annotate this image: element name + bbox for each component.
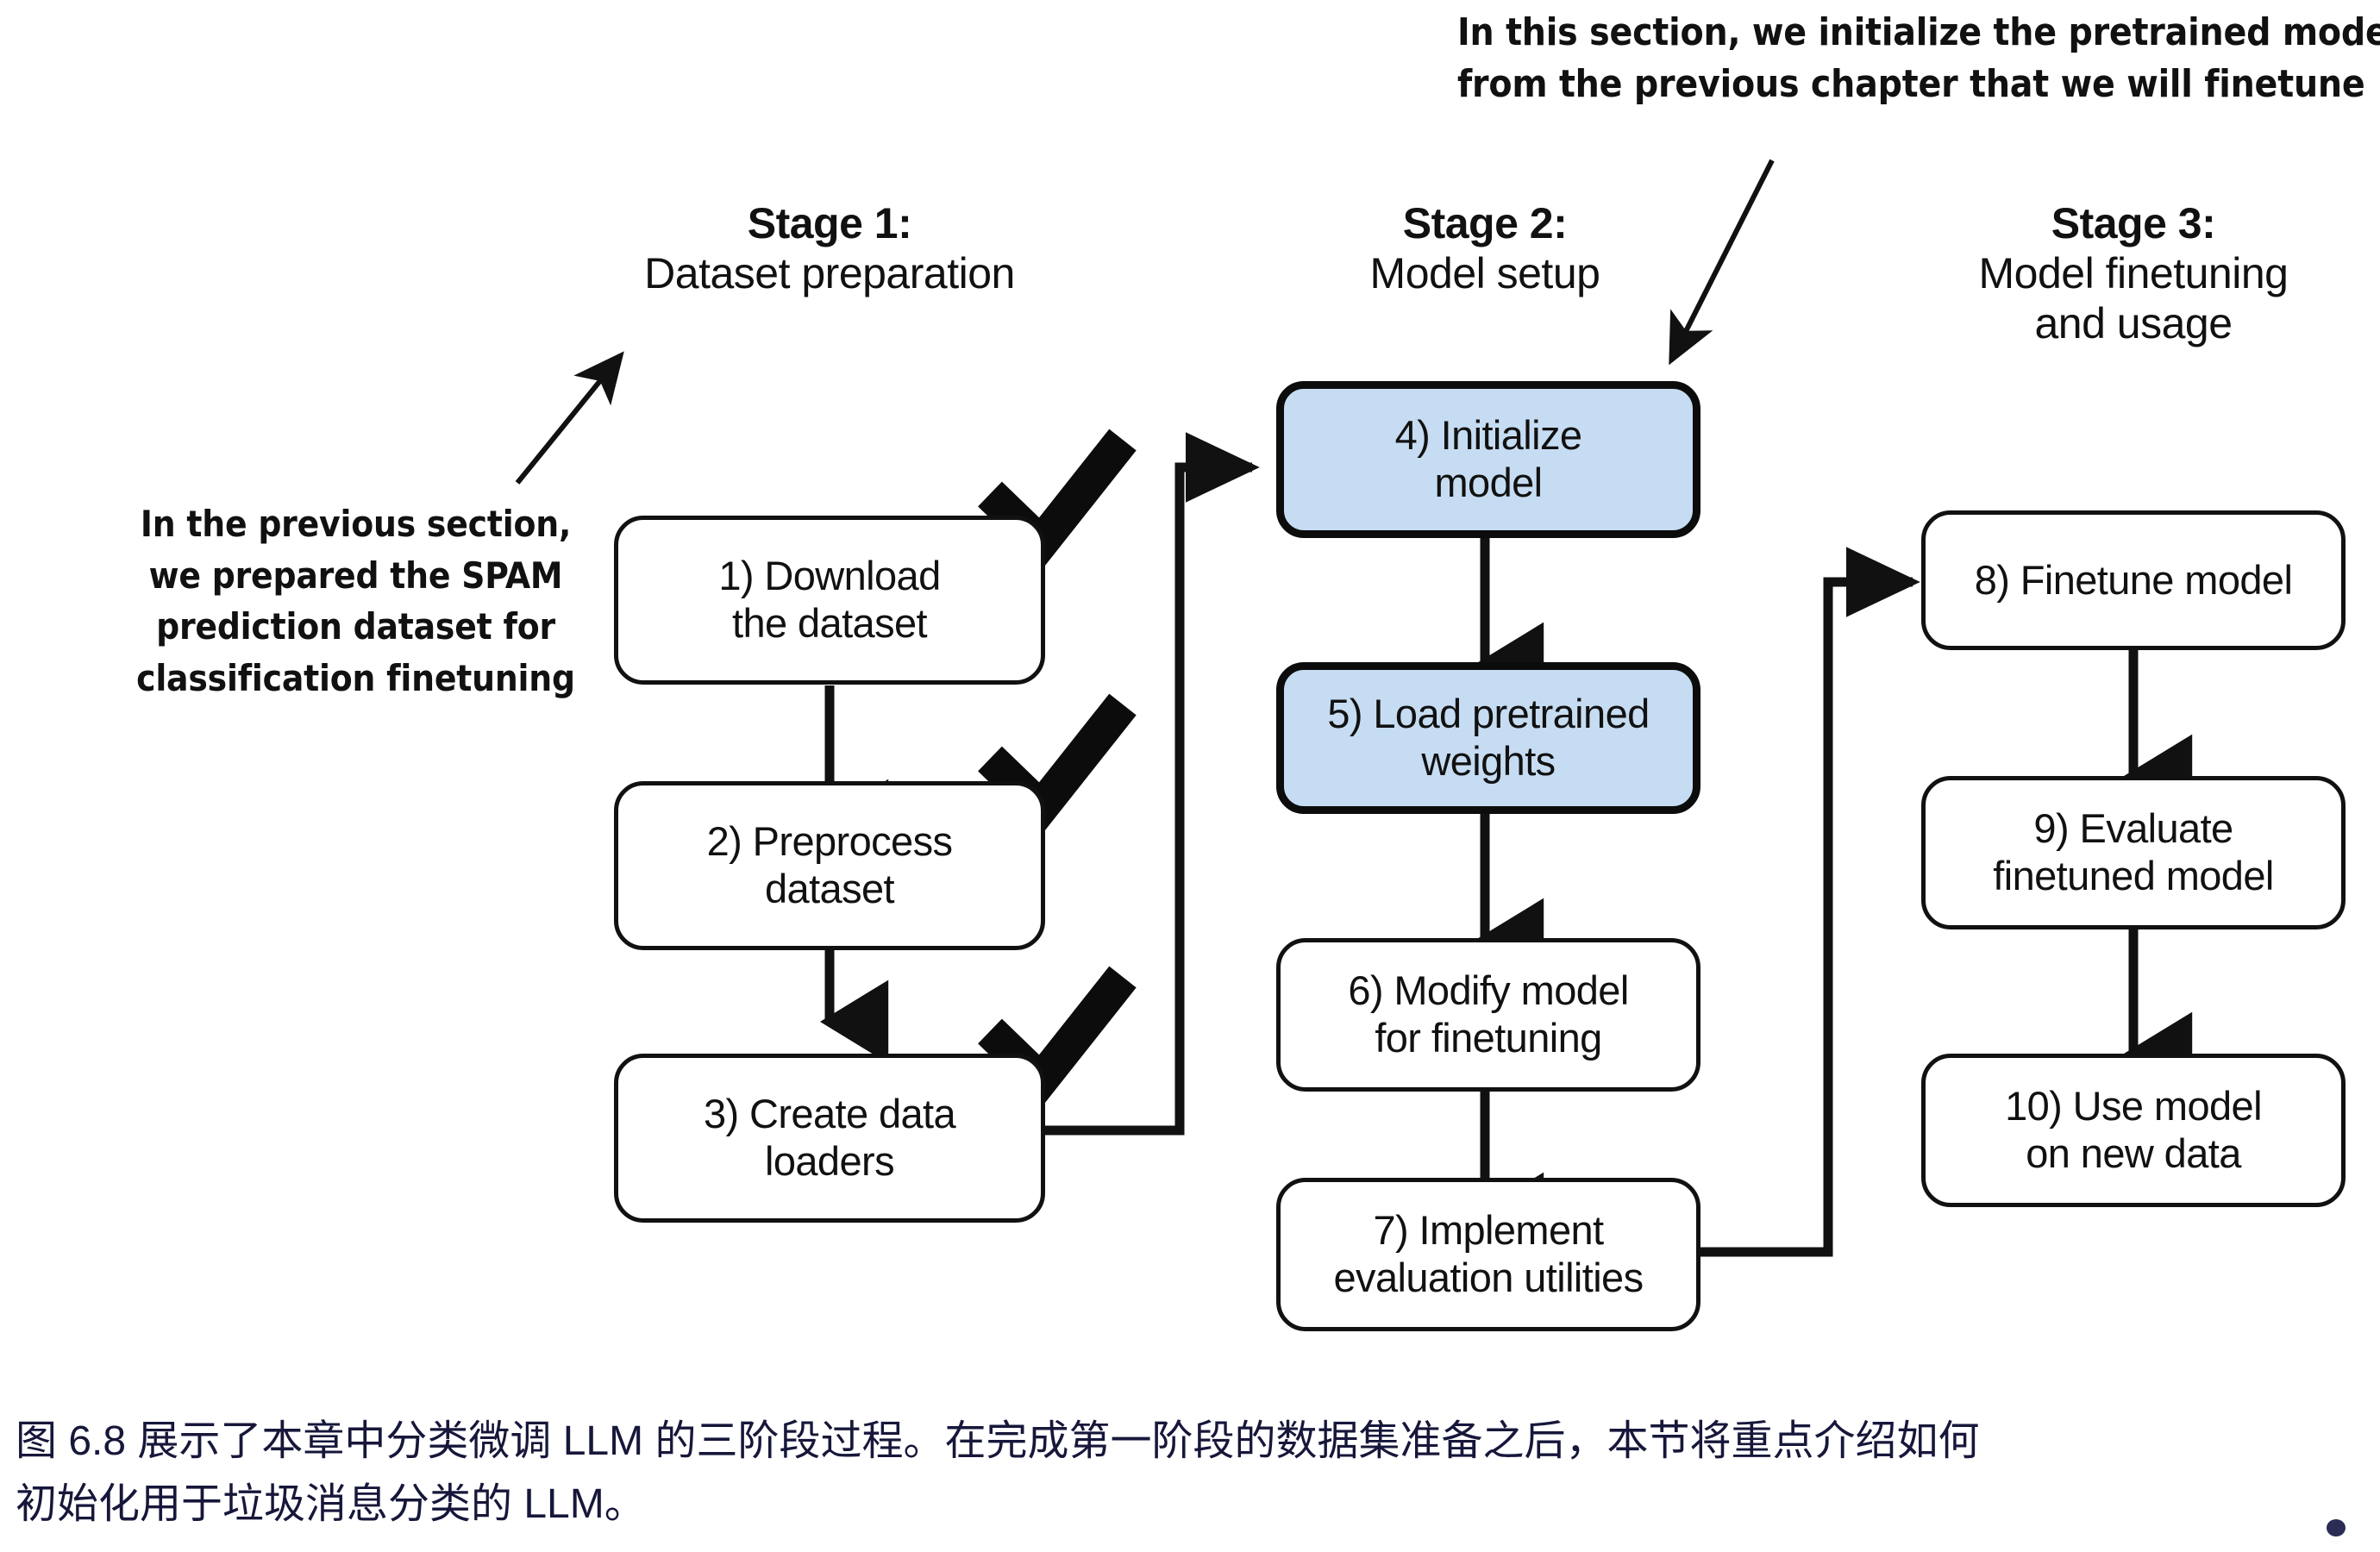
- step-node-5-line-1: 5) Load pretrained: [1327, 691, 1650, 737]
- step-node-6-line-1: 6) Modify model: [1348, 967, 1629, 1014]
- stage-1-header: Stage 1: Dataset preparation: [614, 198, 1045, 298]
- annotation-left-line-4: classification finetuning: [136, 656, 575, 699]
- step-node-10-line-1: 10) Use model: [2005, 1083, 2262, 1130]
- annotation-left-line-3: prediction dataset for: [156, 605, 555, 648]
- step-node-10-line-2: on new data: [2026, 1130, 2241, 1176]
- step-node-9-label: 9) Evaluate finetuned model: [1993, 805, 2274, 900]
- annotation-left-line-1: In the previous section,: [140, 503, 572, 545]
- step-node-9-line-2: finetuned model: [1993, 853, 2274, 898]
- step-node-7-line-1: 7) Implement: [1373, 1207, 1604, 1254]
- stage-3-header: Stage 3: Model finetuning and usage: [1918, 198, 2349, 348]
- step-node-2-preprocess-dataset[interactable]: 2) Preprocess dataset: [614, 781, 1045, 950]
- step-node-7-label: 7) Implement evaluation utilities: [1334, 1207, 1644, 1302]
- step-node-8-label: 8) Finetune model: [1975, 557, 2293, 604]
- step-node-3-line-2: loaders: [765, 1138, 895, 1184]
- step-node-7-implement-evaluation-utilities[interactable]: 7) Implement evaluation utilities: [1276, 1178, 1700, 1331]
- stage-2-subtitle: Model setup: [1369, 249, 1600, 297]
- stage-2-title: Stage 2:: [1402, 199, 1568, 247]
- step-node-3-line-1: 3) Create data: [703, 1091, 956, 1137]
- step-node-4-line-1: 4) Initialize: [1394, 412, 1582, 459]
- connector-stage2-to-stage3: [1700, 547, 1920, 1257]
- stage-1-title: Stage 1:: [747, 199, 912, 247]
- step-node-6-modify-model-for-finetuning[interactable]: 6) Modify model for finetuning: [1276, 938, 1700, 1092]
- step-node-1-line-2: the dataset: [732, 600, 928, 646]
- step-node-6-line-2: for finetuning: [1375, 1015, 1602, 1061]
- step-node-1-label: 1) Download the dataset: [718, 553, 941, 648]
- annotation-arrow-left: [515, 351, 624, 485]
- stage-1-subtitle: Dataset preparation: [644, 249, 1015, 297]
- connector-stage1-to-stage2: [1045, 432, 1260, 1136]
- step-node-4-line-2: model: [1434, 460, 1543, 505]
- annotation-top-right-line-2: from the previous chapter that we will f…: [1457, 61, 2365, 106]
- annotation-left-line-2: we prepared the SPAM: [148, 554, 563, 597]
- step-node-4-initialize-model[interactable]: 4) Initialize model: [1276, 381, 1700, 538]
- step-node-1-line-1: 1) Download: [718, 553, 941, 599]
- step-node-5-line-2: weights: [1421, 738, 1556, 784]
- stage-2-header: Stage 2: Model setup: [1269, 198, 1700, 298]
- step-node-2-line-1: 2) Preprocess: [706, 818, 953, 865]
- stage-3-subtitle-line-2: and usage: [2034, 299, 2233, 347]
- annotation-left: In the previous section, we prepared the…: [121, 498, 591, 704]
- step-node-6-label: 6) Modify model for finetuning: [1348, 967, 1629, 1062]
- step-node-3-label: 3) Create data loaders: [703, 1091, 956, 1186]
- step-node-9-line-1: 9) Evaluate: [2033, 805, 2233, 852]
- stage-3-subtitle-line-1: Model finetuning: [1978, 249, 2289, 297]
- step-node-2-line-2: dataset: [765, 866, 895, 911]
- step-node-10-use-model-on-new-data[interactable]: 10) Use model on new data: [1921, 1054, 2346, 1207]
- figure-caption: 图 6.8 展示了本章中分类微调 LLM 的三阶段过程。在完成第一阶段的数据集准…: [16, 1411, 2344, 1536]
- annotation-top-right-line-1: In this section, we initialize the pretr…: [1457, 10, 2380, 54]
- step-node-4-label: 4) Initialize model: [1395, 412, 1582, 507]
- figure-caption-line-2: 初始化用于垃圾消息分类的 LLM。: [16, 1480, 646, 1527]
- step-node-10-label: 10) Use model on new data: [2005, 1083, 2262, 1178]
- step-node-5-load-pretrained-weights[interactable]: 5) Load pretrained weights: [1276, 662, 1700, 814]
- step-node-3-create-data-loaders[interactable]: 3) Create data loaders: [614, 1054, 1045, 1223]
- cursor-dot-artifact: [2327, 1519, 2346, 1536]
- step-node-8-line-1: 8) Finetune model: [1974, 556, 2293, 603]
- step-node-5-label: 5) Load pretrained weights: [1327, 691, 1650, 785]
- stage-3-title: Stage 3:: [2051, 199, 2216, 247]
- step-node-8-finetune-model[interactable]: 8) Finetune model: [1921, 510, 2346, 650]
- step-node-1-download-the-dataset[interactable]: 1) Download the dataset: [614, 516, 1045, 685]
- step-node-7-line-2: evaluation utilities: [1333, 1255, 1644, 1300]
- step-node-2-label: 2) Preprocess dataset: [707, 818, 953, 913]
- figure-caption-line-1: 图 6.8 展示了本章中分类微调 LLM 的三阶段过程。在完成第一阶段的数据集准…: [16, 1418, 1980, 1464]
- annotation-top-right: In this section, we initialize the pretr…: [1457, 7, 2380, 110]
- step-node-9-evaluate-finetuned-model[interactable]: 9) Evaluate finetuned model: [1921, 776, 2346, 929]
